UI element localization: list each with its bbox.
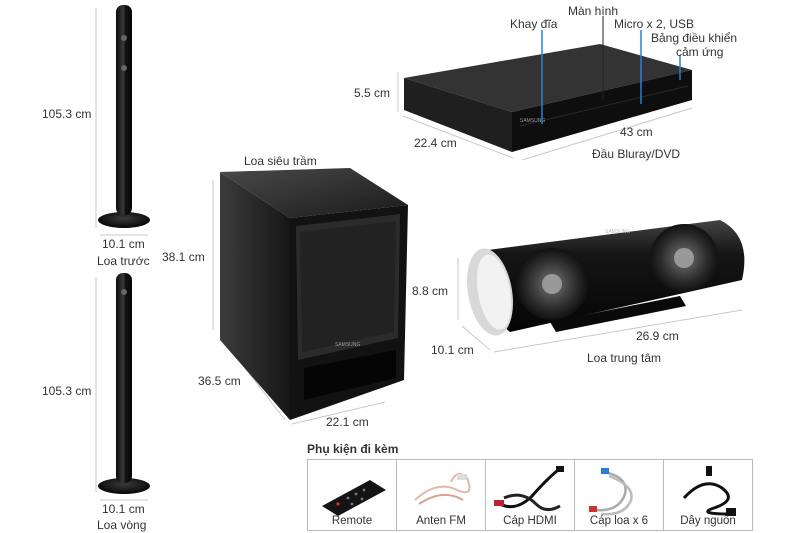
accessory-fm-antenna: Anten FM	[396, 459, 486, 531]
bluray-player: SAMSUNG	[397, 16, 693, 161]
accessory-remote-label: Remote	[331, 515, 373, 527]
remote-icon	[322, 480, 386, 516]
front-speaker	[95, 5, 150, 236]
subwoofer-name: Loa siêu trầm	[244, 154, 317, 168]
center-height-label: 8.8 cm	[412, 284, 449, 298]
player-depth-label: 22.4 cm	[414, 136, 457, 150]
player-height-label: 5.5 cm	[354, 86, 391, 100]
accessories-title: Phụ kiện đi kèm	[307, 442, 399, 456]
accessory-power-cord-label: Dây nguồn	[680, 515, 736, 527]
rear-speaker-name: Loa vòng	[97, 518, 147, 532]
hdmi-cable-icon	[494, 466, 564, 511]
player-display-label: Màn hình	[568, 4, 619, 18]
power-cord-icon	[682, 466, 736, 516]
center-depth-label: 10.1 cm	[431, 343, 474, 357]
player-touch-label-1: Bảng điều khiển	[651, 31, 738, 45]
antenna-icon	[414, 472, 471, 505]
front-height-label: 105.3 cm	[42, 107, 92, 121]
player-width-label: 43 cm	[620, 125, 653, 139]
accessory-power-cord: Dây nguồn	[663, 459, 753, 531]
rear-height-label: 105.3 cm	[42, 384, 92, 398]
center-speaker: SAMSUNG	[457, 220, 745, 353]
player-mic-usb-label: Micro x 2, USB	[614, 17, 695, 31]
rear-speaker	[95, 273, 150, 501]
svg-text:SAMSUNG: SAMSUNG	[520, 118, 545, 124]
accessory-speaker-cable-label: Cáp loa x 6	[589, 515, 649, 527]
subwoofer-width-label: 22.1 cm	[326, 415, 369, 429]
center-width-label: 26.9 cm	[636, 329, 679, 343]
player-tray-label: Khay đĩa	[510, 17, 558, 31]
accessory-fm-antenna-label: Anten FM	[416, 515, 466, 527]
svg-text:SAMSUNG: SAMSUNG	[335, 342, 360, 348]
accessory-hdmi-cable: Cáp HDMI	[485, 459, 575, 531]
svg-text:SAMSUNG: SAMSUNG	[605, 229, 630, 235]
accessory-speaker-cable: Cáp loa x 6	[574, 459, 664, 531]
rear-base-label: 10.1 cm	[102, 502, 145, 516]
subwoofer-height-label: 38.1 cm	[162, 250, 205, 264]
front-base-label: 10.1 cm	[102, 237, 145, 251]
player-touch-label-2: cảm ứng	[676, 45, 724, 59]
accessory-hdmi-cable-label: Cáp HDMI	[503, 515, 557, 527]
subwoofer: SAMSUNG	[212, 168, 408, 425]
center-speaker-name: Loa trung tâm	[587, 351, 662, 365]
speaker-cable-icon	[589, 468, 633, 516]
subwoofer-depth-label: 36.5 cm	[198, 374, 241, 388]
front-speaker-name: Loa trước	[97, 254, 150, 268]
accessory-remote: Remote	[307, 459, 397, 531]
player-name: Đầu Bluray/DVD	[592, 147, 681, 161]
